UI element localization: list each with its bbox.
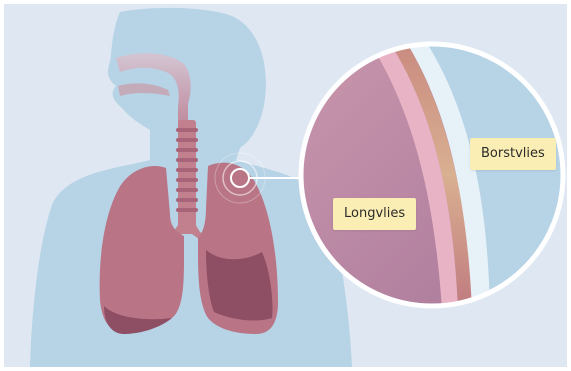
lung-pleura-label: Longvlies xyxy=(333,198,416,230)
chest-pleura-label: Borstvlies xyxy=(470,138,556,170)
